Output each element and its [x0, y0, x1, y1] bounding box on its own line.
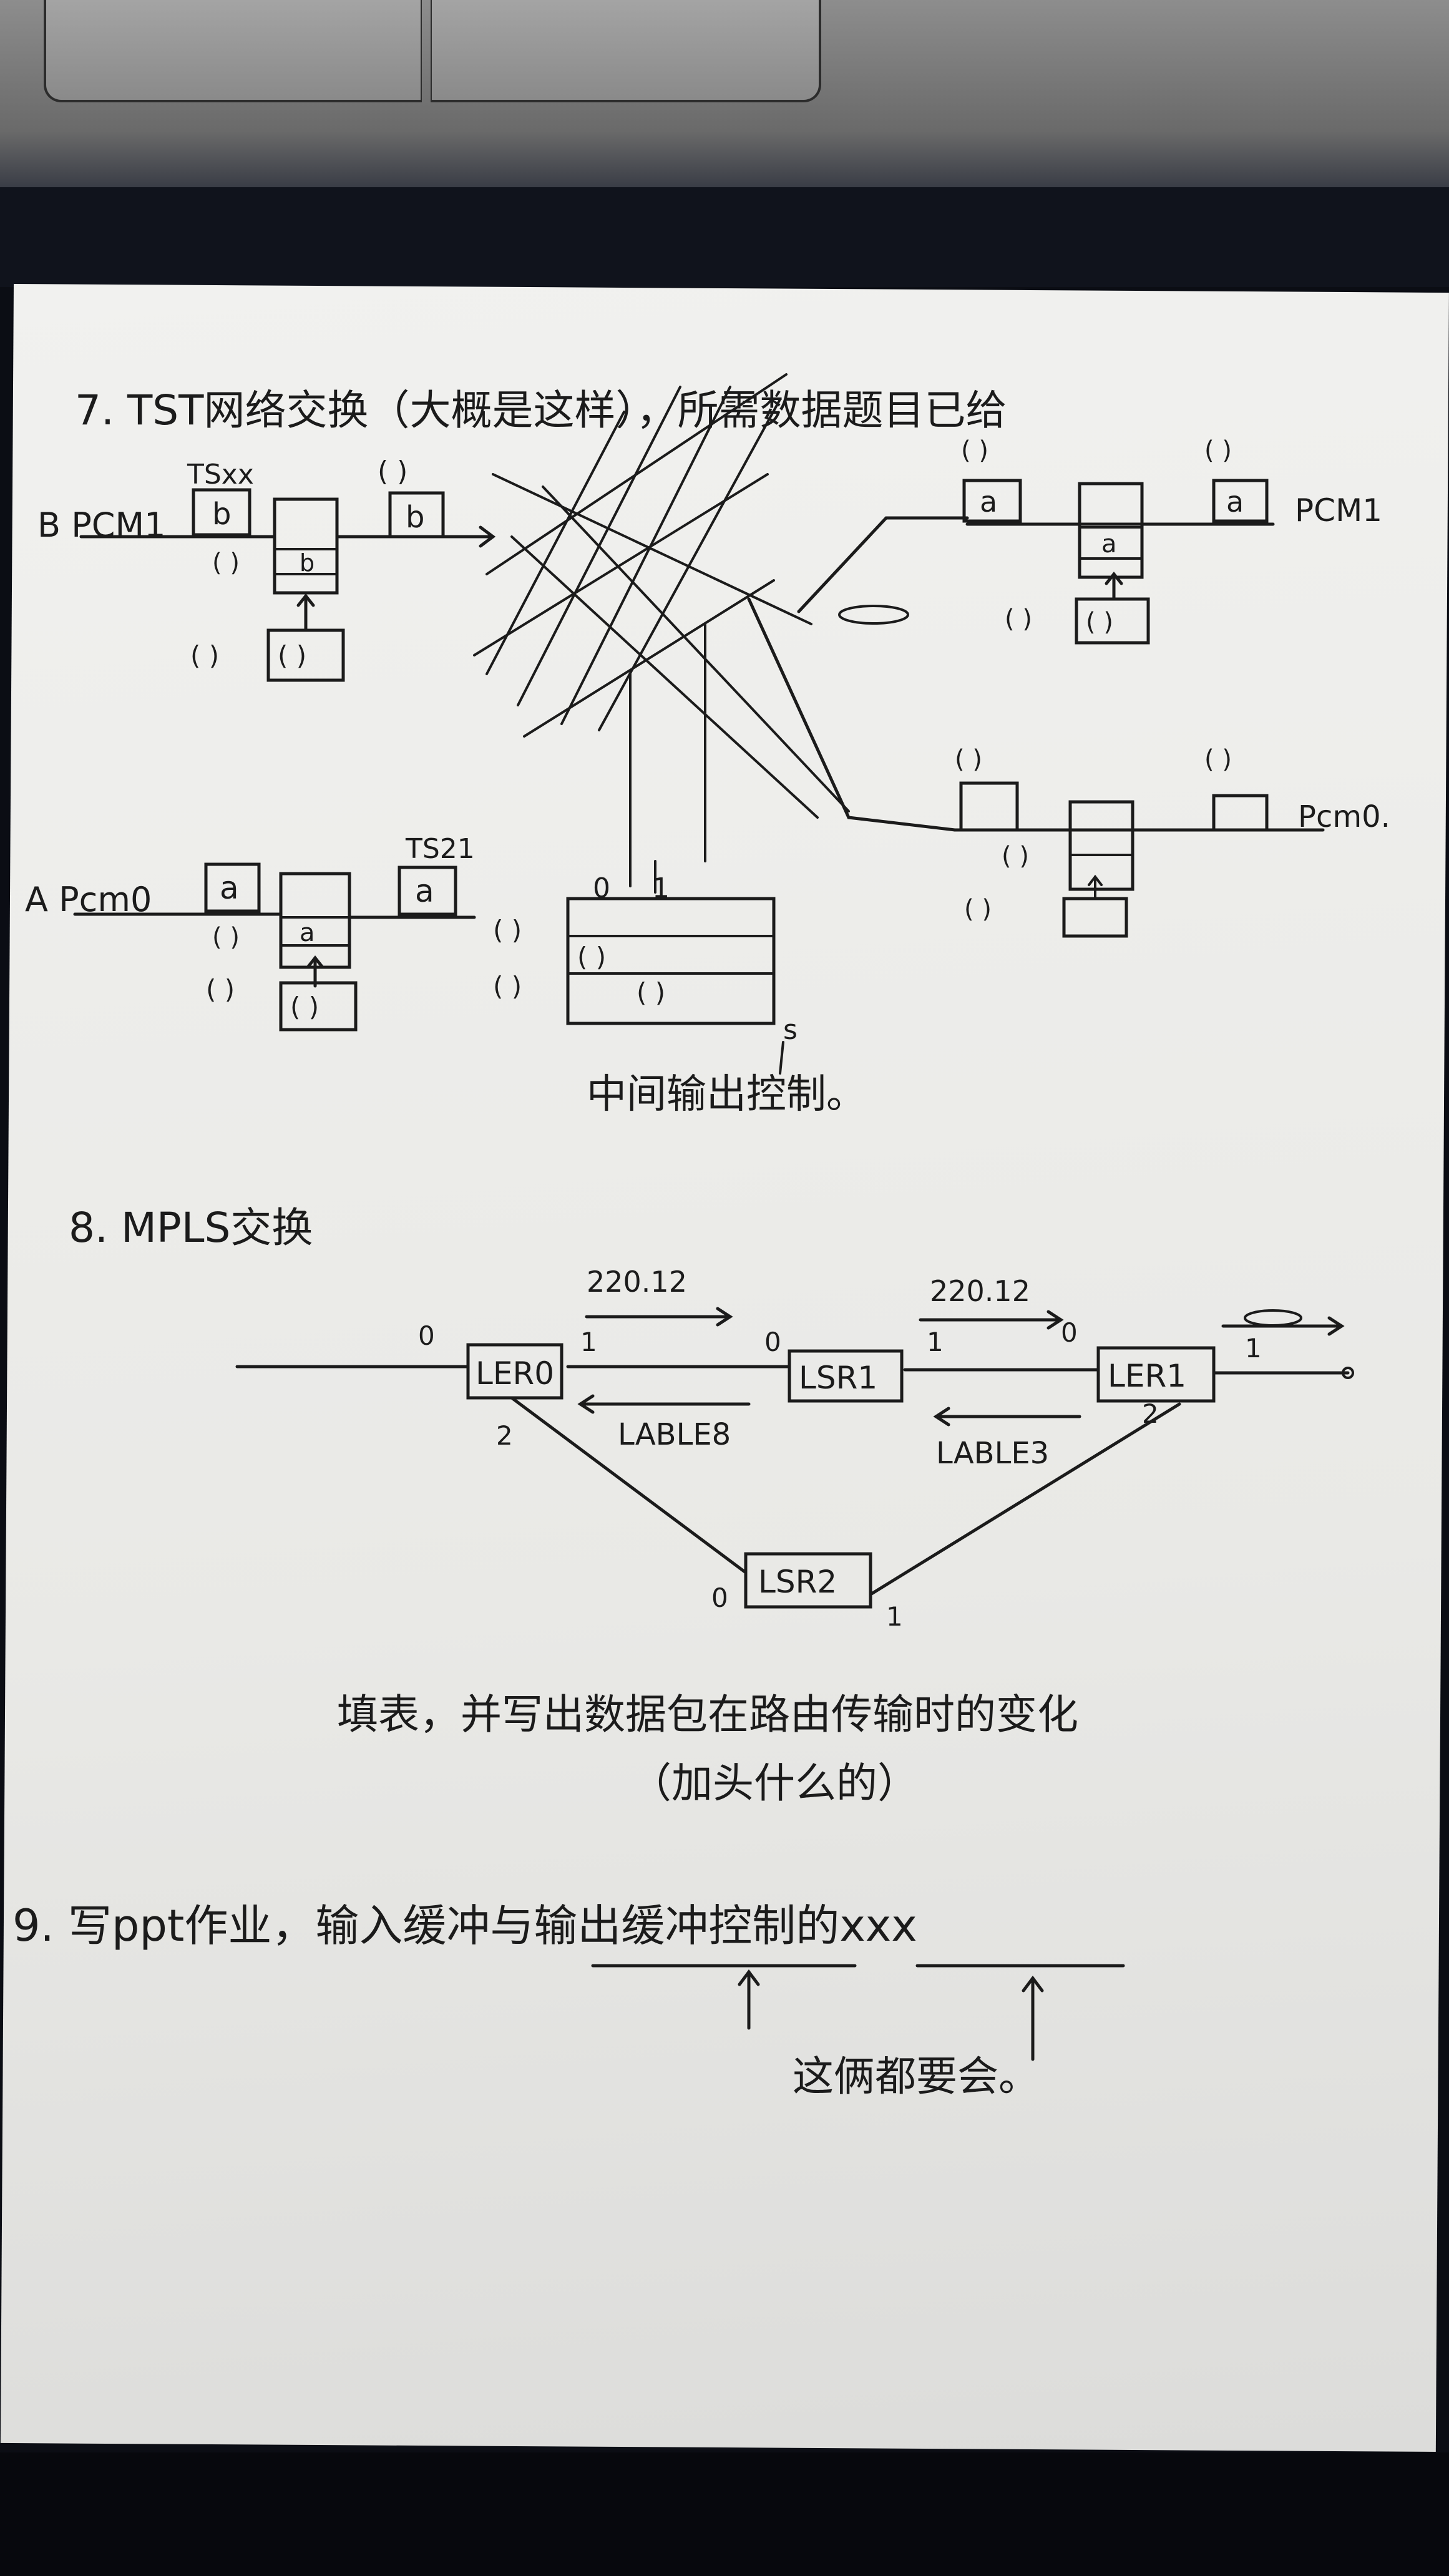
b-ctrl-paren: ( ): [278, 640, 306, 671]
b-input-value: b: [212, 497, 231, 532]
q8-instruction-1: 填表，并写出数据包在路由传输时的变化: [337, 1690, 1078, 1739]
pcm1-out-label: PCM1: [1295, 492, 1382, 529]
a-ctrl-paren2: ( ): [206, 974, 235, 1005]
ler0-port0: 0: [418, 1320, 435, 1351]
a-input-value: a: [220, 870, 239, 906]
ctrl-side1: ( ): [493, 915, 522, 945]
b-out-paren: ( ): [378, 456, 407, 487]
q7-title: 7. TST网络交换（大概是这样），所需数据题目已给: [75, 386, 1007, 434]
ler0-port1: 1: [580, 1327, 597, 1357]
lsr1-port0: 0: [764, 1327, 781, 1357]
q8-instruction-2: （加头什么的）: [630, 1759, 919, 1807]
ts21-label: TS21: [405, 833, 475, 865]
background-bottom: [0, 2452, 1449, 2576]
ctrl-caption: 中间输出控制。: [587, 1071, 866, 1118]
a-output-value: a: [415, 873, 434, 909]
ler1-label: LER1: [1108, 1358, 1186, 1394]
b-output-value: b: [406, 500, 424, 535]
r1-paren-a: ( ): [961, 436, 988, 465]
ip-label-1: 220.12: [587, 1265, 687, 1299]
a-mem-paren: ( ): [212, 923, 240, 952]
lsr2-port0: 0: [711, 1583, 728, 1613]
r0-paren-a: ( ): [955, 745, 982, 774]
bpcm1-label: B PCM1: [37, 505, 165, 545]
r1-ctrl-paren: ( ): [1086, 608, 1113, 637]
lsr1-label: LSR1: [799, 1360, 877, 1396]
tsxx-label: TSxx: [187, 459, 254, 490]
b-memory-value: b: [300, 549, 315, 577]
r1-memory-value: a: [1101, 530, 1117, 559]
ctrl-row2: ( ): [637, 977, 665, 1008]
r1-input-value: a: [980, 485, 997, 519]
a-ctrl-paren: ( ): [290, 992, 319, 1022]
q9-note: 这俩都要会。: [793, 2052, 1040, 2100]
ler1-port0: 0: [1061, 1317, 1078, 1348]
ctrl-index-0: 0: [593, 872, 610, 904]
ip-label-2: 220.12: [930, 1274, 1030, 1308]
r0-ctrl-paren: ( ): [964, 895, 992, 924]
laptop-keyboard-edge: [0, 0, 1449, 187]
lsr2-label: LSR2: [758, 1564, 837, 1600]
q8-title: 8. MPLS交换: [69, 1204, 313, 1252]
ler0-label: LER0: [476, 1355, 554, 1392]
a-memory-value: a: [300, 919, 315, 947]
r0-paren-out: ( ): [1204, 745, 1232, 774]
ctrl-row1: ( ): [577, 942, 606, 972]
lsr1-port1: 1: [927, 1327, 944, 1357]
r1-ctrl-paren2: ( ): [1005, 605, 1032, 633]
b-mem-paren: ( ): [212, 549, 240, 577]
r0-mem-paren: ( ): [1002, 842, 1029, 871]
ctrl-index-1: 1: [652, 872, 670, 904]
ler1-port1: 1: [1245, 1333, 1262, 1364]
ctrl-s-label: s: [783, 1014, 798, 1046]
r1-paren-out: ( ): [1204, 436, 1232, 465]
touchpad-right-button: [431, 0, 821, 102]
label-3: LABLE3: [936, 1436, 1049, 1471]
ler0-port2: 2: [496, 1420, 513, 1451]
b-ctrl-paren2: ( ): [190, 640, 219, 671]
label-8: LABLE8: [618, 1417, 731, 1452]
q9-text: 9. 写ppt作业，输入缓冲与输出缓冲控制的xxx: [12, 1900, 917, 1951]
touchpad-left-button: [44, 0, 422, 102]
r1-output-value: a: [1226, 485, 1244, 519]
lsr2-port1: 1: [886, 1601, 903, 1632]
ctrl-side2: ( ): [493, 971, 522, 1002]
pcm0-out-label: Pcm0.: [1298, 799, 1390, 834]
background: [0, 187, 1449, 287]
